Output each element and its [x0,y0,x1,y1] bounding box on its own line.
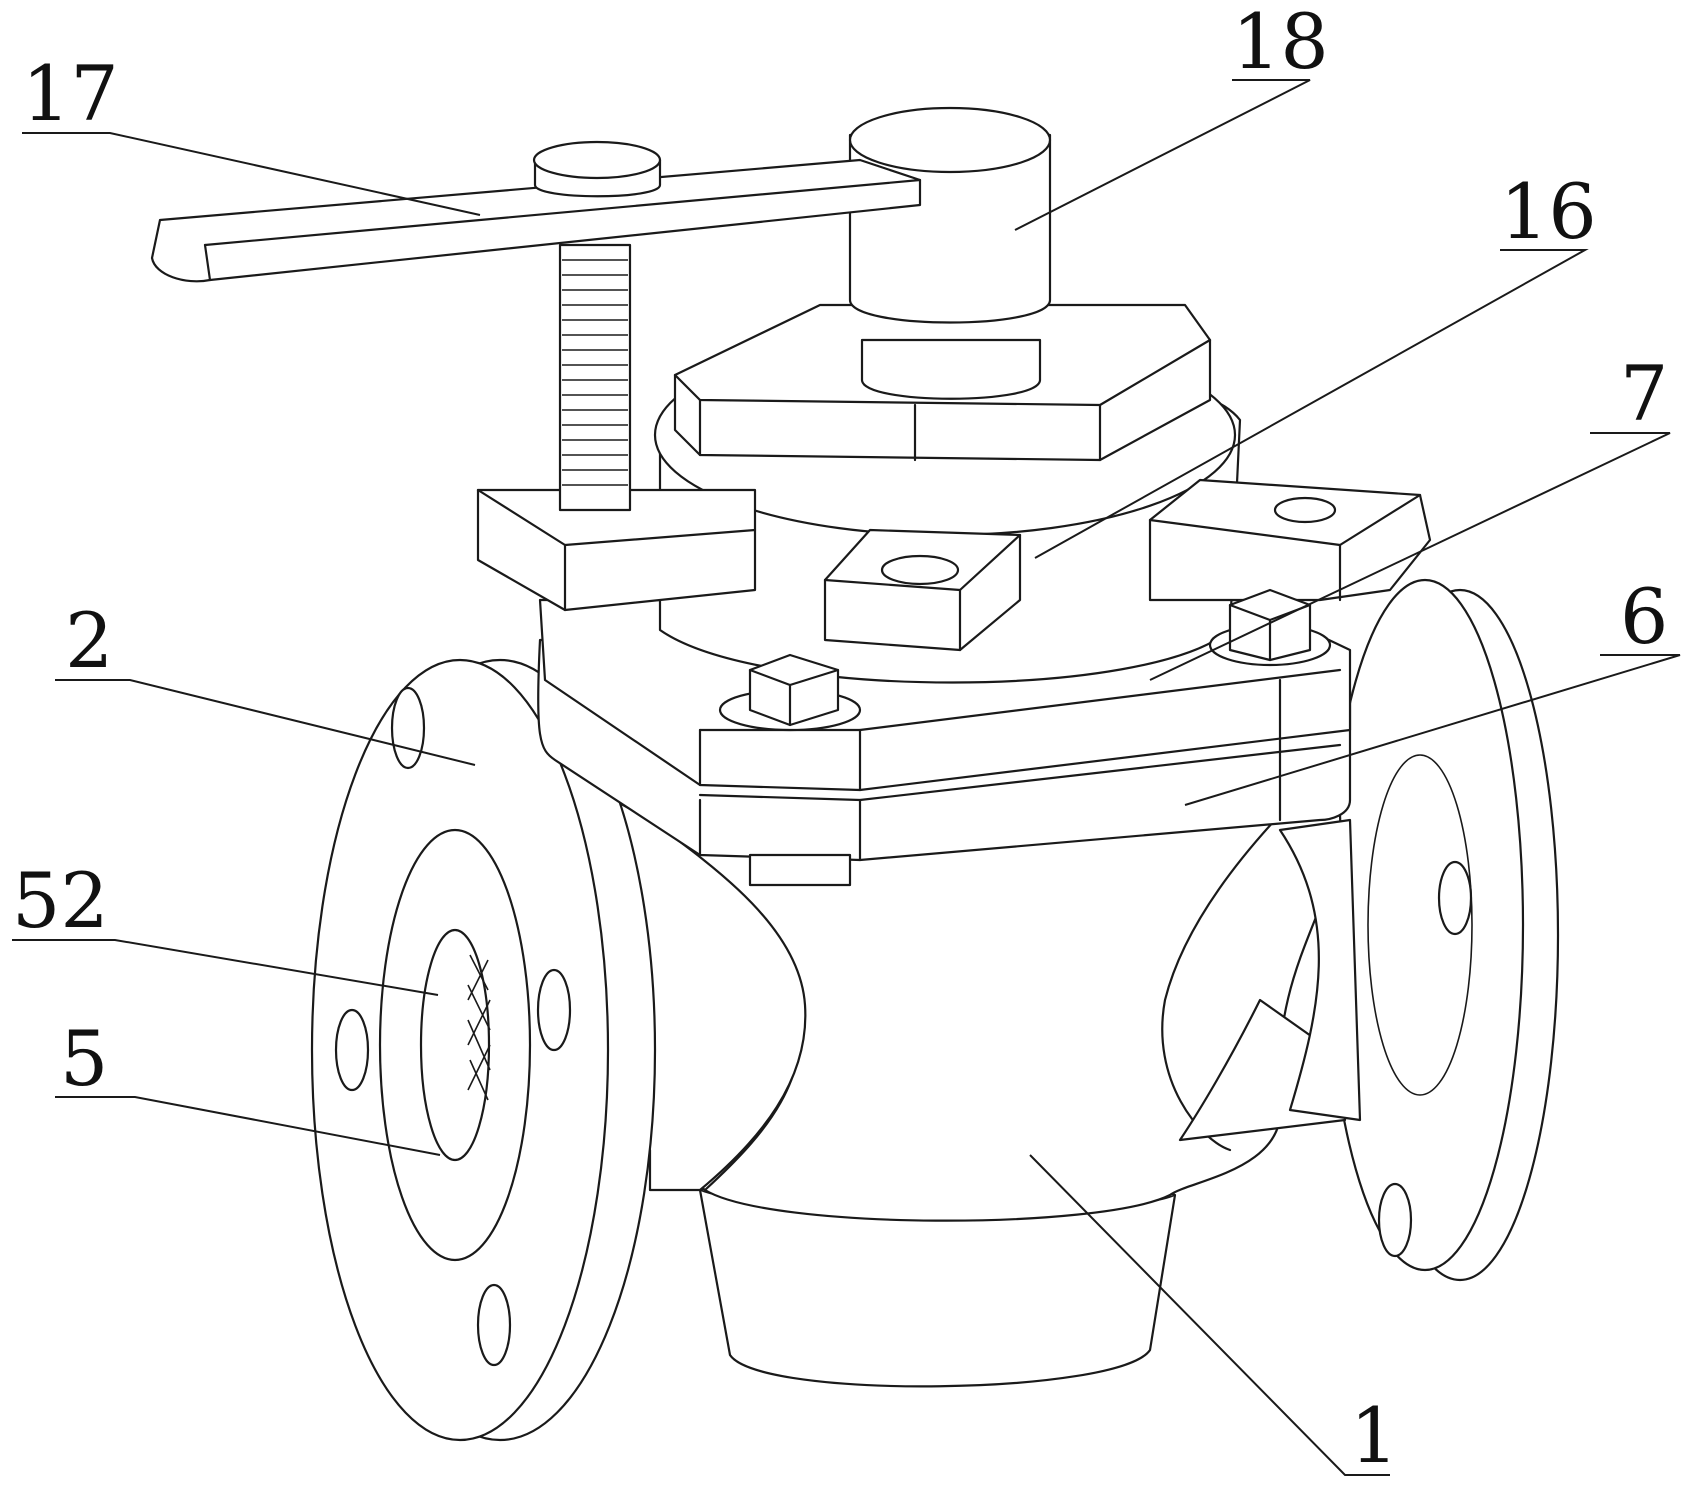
callout-1: 1 [1350,1391,1398,1480]
callout-16: 16 [1500,167,1597,256]
callout-5: 5 [60,1014,108,1103]
leader-18 [1015,80,1310,230]
knob-cylinder [850,108,1050,399]
callout-17: 17 [22,49,119,138]
callout-18: 18 [1232,0,1329,86]
callout-6: 6 [1620,572,1668,661]
callout-7: 7 [1620,349,1668,438]
callout-2: 2 [65,596,113,685]
callout-52: 52 [12,856,109,945]
right-flange [1327,580,1558,1280]
